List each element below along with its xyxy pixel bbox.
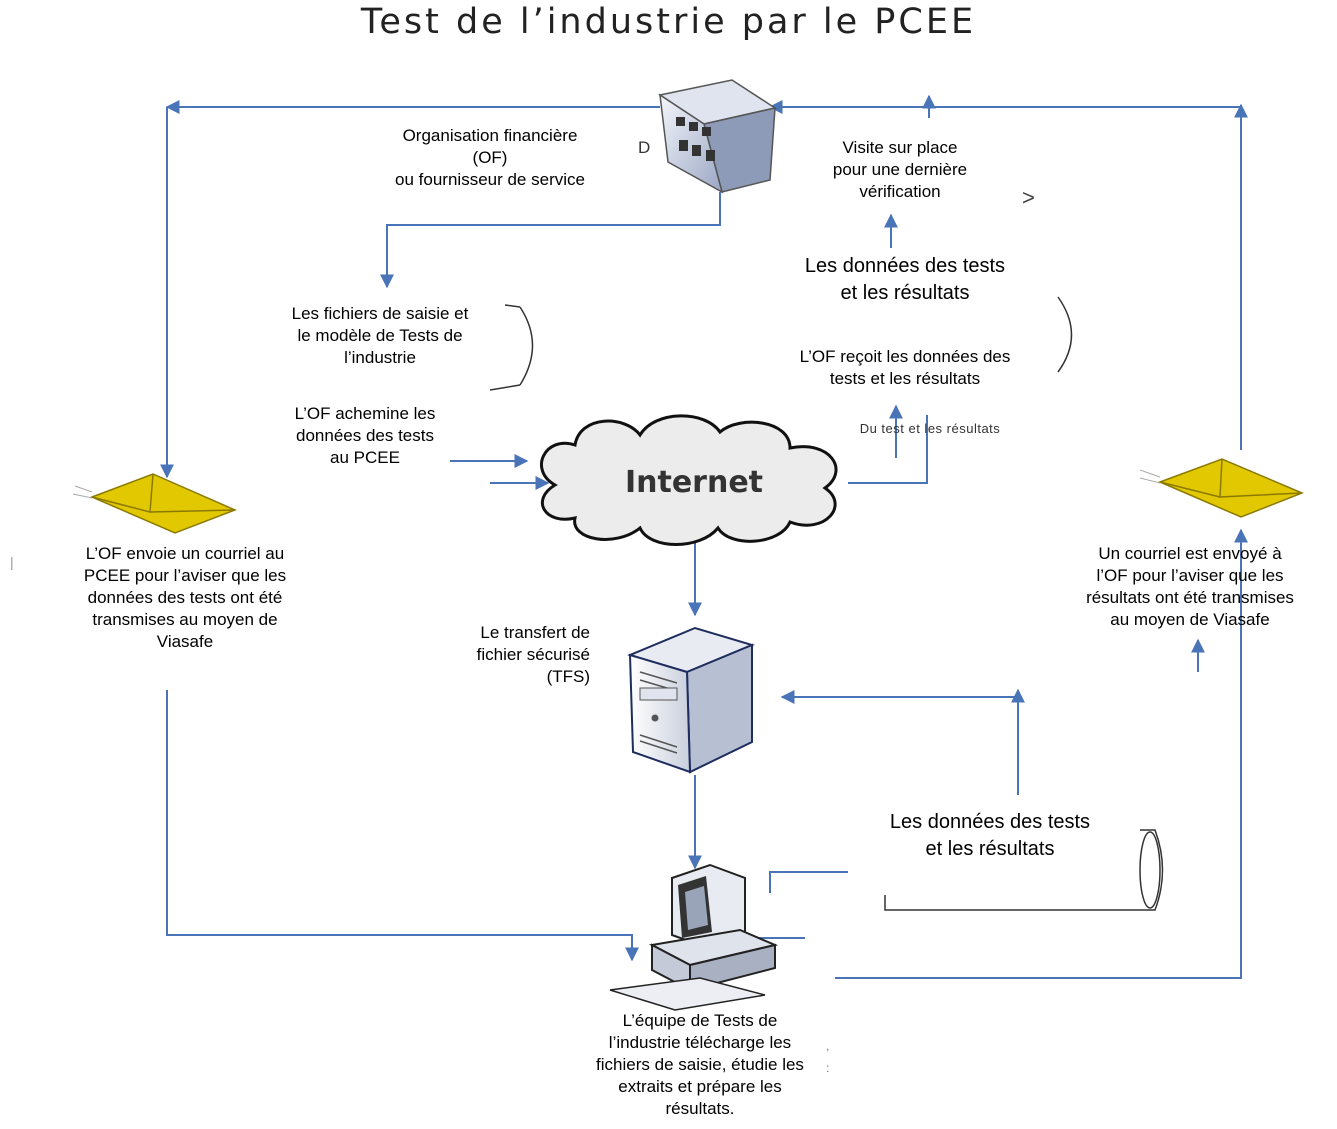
test-data-results-bottom-label: Les données des tests et les résultats: [845, 809, 1135, 863]
input-files-label: Les fichiers de saisie et le modèle de T…: [291, 304, 469, 367]
site-visit-label: Visite sur place pour une dernière vérif…: [832, 138, 968, 201]
test-data-results-top-label: Les données des tests et les résultats: [804, 255, 1006, 304]
industry-team-label: L’équipe de Tests de l’industrie télécha…: [596, 1011, 804, 1118]
svg-text:D: D: [638, 138, 650, 157]
document-scroll-icon: [489, 296, 1073, 391]
connector-lines: [160, 94, 1248, 979]
email-to-of-label: Un courriel est envoyé à l’OF pour l’avi…: [1086, 544, 1294, 629]
of-receives-label: L’OF reçoit les données des tests et les…: [799, 347, 1011, 388]
email-to-pcee-label: L’OF envoie un courriel au PCEE pour l’a…: [83, 544, 287, 651]
secure-file-transfer-label: Le transfert de fichier sécurisé (TFS): [476, 623, 590, 686]
email-envelope-icon: [1139, 458, 1304, 518]
faint-results-text: Du test et les résultats: [859, 421, 1001, 436]
workstation-icon: [609, 863, 779, 1011]
building-icon: [658, 79, 777, 194]
svg-text::: :: [826, 1061, 829, 1075]
svg-text:>: >: [1022, 185, 1035, 210]
of-sends-data-label: L’OF achemine les données des tests au P…: [294, 404, 436, 467]
diagram-title: Test de l’industrie par le PCEE: [360, 2, 977, 42]
internet-label: Internet: [625, 465, 763, 500]
svg-text:,: ,: [826, 1039, 829, 1053]
email-envelope-icon: [72, 473, 237, 534]
financial-organization-label: Organisation financière (OF) ou fourniss…: [395, 126, 585, 189]
internet-cloud-icon: [540, 414, 838, 546]
svg-text:|: |: [10, 554, 14, 570]
server-icon: [627, 626, 755, 774]
